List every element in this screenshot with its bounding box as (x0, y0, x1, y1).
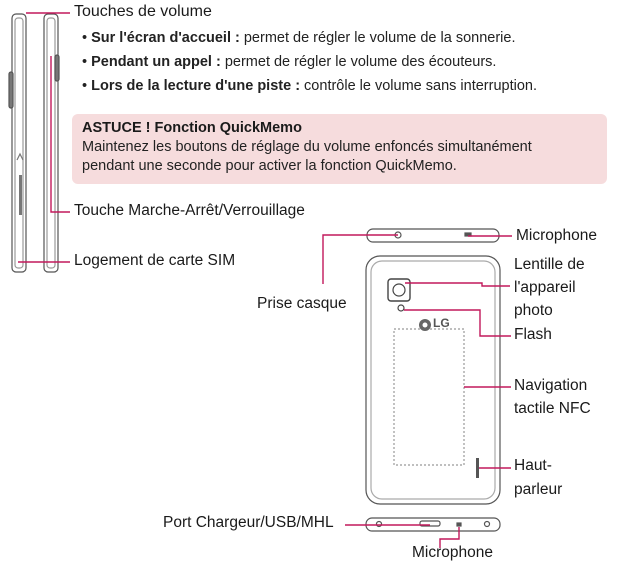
sim-slot-label: Logement de carte SIM (74, 252, 236, 269)
bullet-home-screen: • Sur l'écran d'accueil : permet de régl… (82, 30, 516, 46)
tip-text-line-2: pendant une seconde pour activer la fonc… (82, 158, 457, 174)
bullet-during-call: • Pendant un appel : permet de régler le… (82, 54, 497, 70)
lg-logo-text: LG (433, 316, 450, 330)
charger-port-label: Port Chargeur/USB/MHL (163, 514, 334, 531)
phone-side-view (8, 13, 60, 273)
back-leader-lines (322, 234, 512, 548)
headset-jack-label: Prise casque (257, 295, 347, 312)
phone-back-view (365, 255, 501, 505)
quickmemo-tip-box: ASTUCE ! Fonction QuickMemo Maintenez le… (72, 114, 607, 184)
lg-logo-mark (419, 319, 431, 331)
power-lock-label: Touche Marche-Arrêt/Verrouillage (74, 202, 305, 219)
microphone-bottom-label: Microphone (412, 544, 493, 561)
tip-text-line-1: Maintenez les boutons de réglage du volu… (82, 139, 532, 155)
speaker-label-line-1: Haut- (514, 457, 552, 474)
camera-lens-label-line-1: Lentille de (514, 256, 585, 273)
flash-label: Flash (514, 326, 552, 343)
tip-title: ASTUCE ! Fonction QuickMemo (82, 120, 302, 136)
nfc-label-line-2: tactile NFC (514, 400, 591, 417)
speaker-label-line-2: parleur (514, 481, 563, 498)
camera-lens-label-line-3: photo (514, 302, 553, 319)
microphone-top-label: Microphone (516, 227, 597, 244)
side-leader-lines (18, 12, 70, 263)
camera-lens-label-line-2: l'appareil (514, 279, 576, 296)
volume-keys-label: Touches de volume (74, 3, 212, 20)
bullet-playing-track: • Lors de la lecture d'une piste : contr… (82, 78, 537, 94)
nfc-label-line-1: Navigation (514, 377, 588, 394)
